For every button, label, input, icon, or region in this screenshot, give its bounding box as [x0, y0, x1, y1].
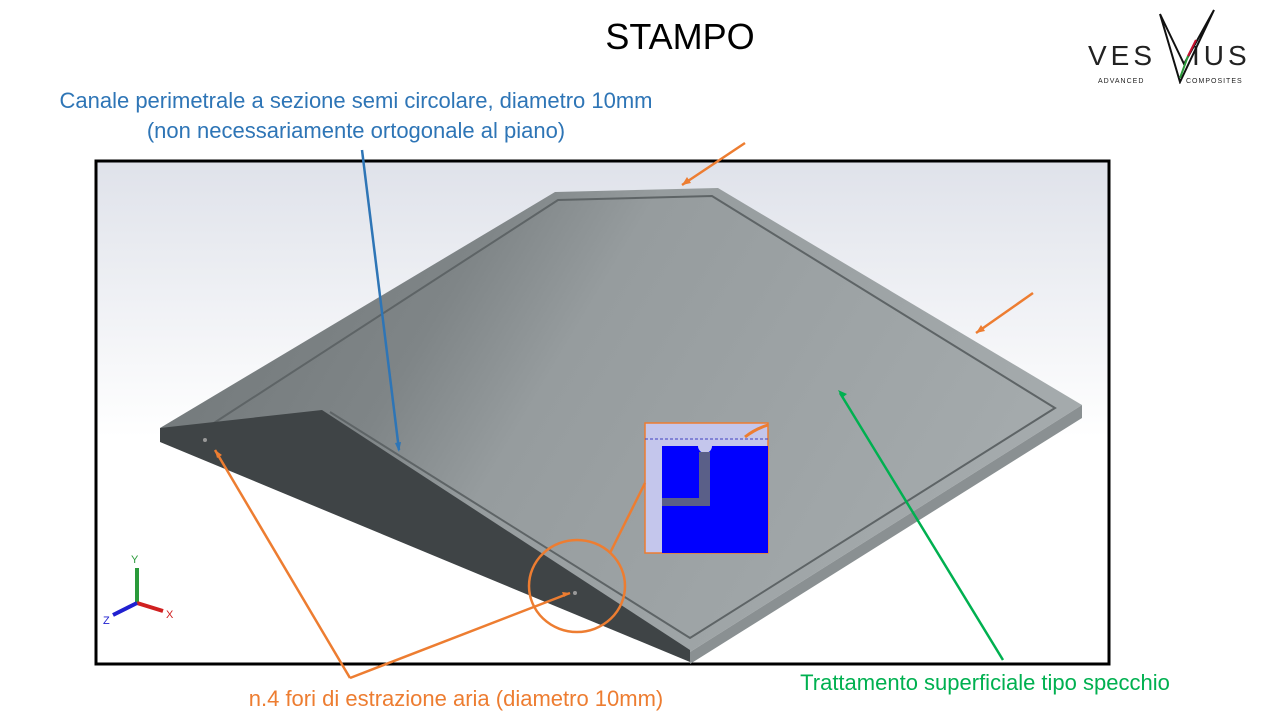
- channel-annotation: Canale perimetrale a sezione semi circol…: [0, 86, 712, 146]
- surface-leader: [838, 392, 1005, 661]
- channel-annotation-line1: Canale perimetrale a sezione semi circol…: [59, 88, 653, 113]
- holes-leaders: [213, 141, 1034, 680]
- logo-sub-left: ADVANCED: [1098, 78, 1145, 85]
- logo-word-right: IUS: [1192, 40, 1251, 71]
- surface-annotation: Trattamento superficiale tipo specchio: [800, 670, 1170, 695]
- channel-annotation-line2: (non necessariamente ortogonale al piano…: [146, 118, 566, 143]
- axis-y-label: Y: [131, 554, 139, 566]
- perimeter-channel: [199, 194, 1057, 640]
- logo-sub-right: COMPOSITES: [1186, 78, 1243, 85]
- axis-x-label: X: [166, 609, 174, 621]
- air-hole-icon: [203, 438, 207, 442]
- slide-title: STAMPO: [605, 16, 755, 57]
- holes-annotation: n.4 fori di estrazione aria (diametro 10…: [248, 686, 664, 711]
- logo-word-left: VES: [1088, 40, 1157, 71]
- logo-v-mark: [1159, 9, 1215, 84]
- mold-right-side: [690, 405, 1082, 664]
- vesuvius-logo: VES IUS ADVANCED COMPOSITES: [1088, 8, 1263, 85]
- air-hole-icon: [573, 591, 577, 595]
- axis-z-label: Z: [103, 615, 110, 627]
- axis-triad-icon: Y X Z: [103, 554, 174, 627]
- channel-leader: [360, 149, 401, 451]
- section-inset: [644, 422, 769, 554]
